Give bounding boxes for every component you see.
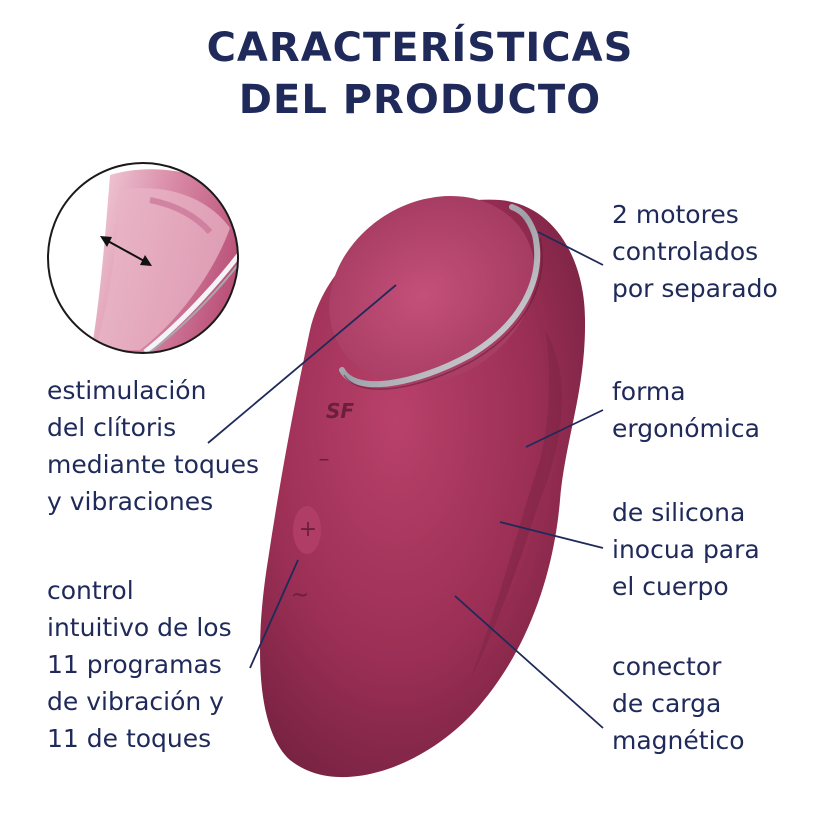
brand-logo: SF <box>326 399 354 423</box>
control-button-pad <box>293 506 321 554</box>
leader-material <box>499 521 604 549</box>
feature-material: de silicona inocua para el cuerpo <box>612 494 760 605</box>
leader-charger <box>454 595 604 729</box>
leader-shape <box>525 409 604 448</box>
leader-motors <box>537 231 604 266</box>
feature-charger-line: conector <box>612 652 722 681</box>
feature-control-line: 11 programas <box>47 650 222 679</box>
feature-stimulation-line: mediante toques <box>47 450 260 479</box>
feature-material-line: inocua para <box>612 535 760 564</box>
feature-shape: forma ergonómica <box>612 373 760 447</box>
device-body <box>260 195 586 778</box>
feature-charger: conector de carga magnético <box>612 648 745 759</box>
feature-control-line: de vibración y <box>47 687 224 716</box>
leader-stimulation <box>207 284 397 444</box>
feature-charger-line: de carga <box>612 689 722 718</box>
device-buttons: SF – + ~ <box>291 399 355 608</box>
feature-control-line: intuitivo de los <box>47 613 232 642</box>
minus-button[interactable]: – <box>319 447 330 472</box>
detail-inset <box>47 162 239 354</box>
feature-stimulation-line: y vibraciones <box>47 487 214 516</box>
feature-material-line: el cuerpo <box>612 572 729 601</box>
feature-material-line: de silicona <box>612 498 746 527</box>
feature-motors-line: 2 motores <box>612 200 739 229</box>
feature-motors-line: controlados <box>612 237 759 266</box>
feature-stimulation-line: estimulación <box>47 376 207 405</box>
title-line-2: DEL PRODUCTO <box>238 77 602 123</box>
feature-motors: 2 motores controlados por separado <box>612 196 778 307</box>
feature-motors-line: por separado <box>612 274 778 303</box>
feature-control: control intuitivo de los 11 programas de… <box>47 572 232 757</box>
feature-stimulation-line: del clítoris <box>47 413 177 442</box>
feature-charger-line: magnético <box>612 726 745 755</box>
feature-shape-line: forma <box>612 377 686 406</box>
title-line-1: CARACTERÍSTICAS <box>206 25 634 71</box>
mode-button[interactable]: ~ <box>291 583 309 608</box>
leader-control <box>249 559 299 669</box>
feature-shape-line: ergonómica <box>612 414 760 443</box>
plus-button[interactable]: + <box>299 517 317 542</box>
page-title: CARACTERÍSTICAS DEL PRODUCTO <box>0 22 840 126</box>
feature-control-line: 11 de toques <box>47 724 212 753</box>
feature-control-line: control <box>47 576 134 605</box>
feature-stimulation: estimulación del clítoris mediante toque… <box>47 372 259 520</box>
leader-lines <box>207 231 604 729</box>
